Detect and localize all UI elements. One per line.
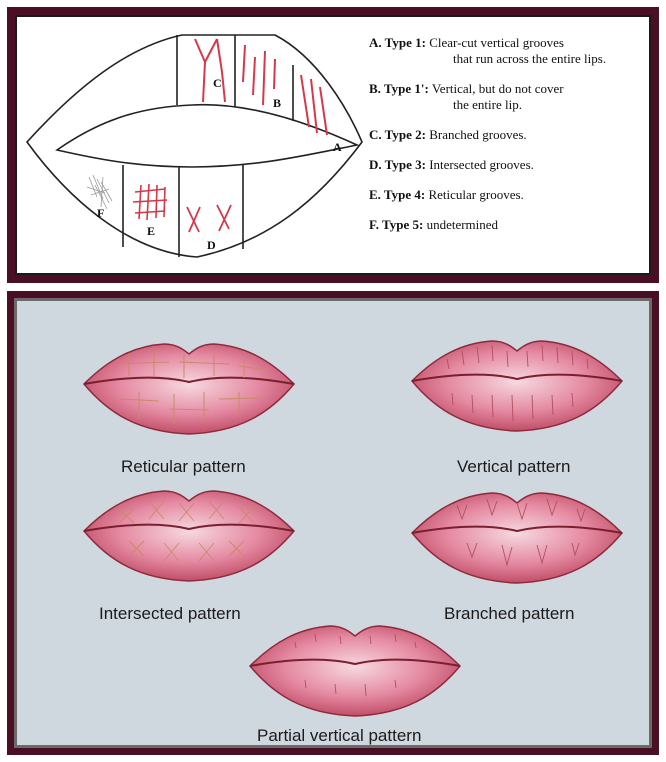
legend-item-a: A. Type 1: Clear-cut vertical grooves th…	[369, 35, 649, 67]
caption-vertical: Vertical pattern	[457, 457, 570, 477]
legend-key: F. Type 5:	[369, 217, 423, 232]
region-label-e: E	[147, 224, 155, 238]
legend-key: C. Type 2:	[369, 127, 426, 142]
legend-text: Vertical, but do not cover	[432, 81, 564, 96]
legend-text: Reticular grooves.	[428, 187, 523, 202]
legend-item-d: D. Type 3: Intersected grooves.	[369, 157, 649, 173]
caption-reticular: Reticular pattern	[121, 457, 246, 477]
type-b-grooves	[243, 45, 275, 105]
branched-lips	[412, 493, 622, 583]
legend-item-e: E. Type 4: Reticular grooves.	[369, 187, 649, 203]
lip-patterns-inner: Reticular pattern Vertical pattern Inter…	[14, 298, 652, 748]
reticular-lips	[84, 344, 294, 434]
type-e-grooves	[133, 184, 167, 220]
lip-patterns-illustration	[17, 301, 649, 745]
region-label-d: D	[207, 238, 216, 252]
type-f-grooves	[87, 175, 112, 209]
legend-text: undetermined	[427, 217, 498, 232]
legend-item-f: F. Type 5: undetermined	[369, 217, 649, 233]
caption-intersected: Intersected pattern	[99, 604, 241, 624]
caption-partial-vertical: Partial vertical pattern	[257, 726, 421, 746]
lip-type-legend: A. Type 1: Clear-cut vertical grooves th…	[369, 35, 649, 247]
legend-key: D. Type 3:	[369, 157, 426, 172]
legend-text-cont: the entire lip.	[369, 97, 649, 113]
legend-text-cont: that run across the entire lips.	[369, 51, 649, 67]
lip-types-panel: A B C D E F A. Type 1: Clear-cut vertica…	[7, 7, 659, 283]
legend-key: A. Type 1:	[369, 35, 426, 50]
legend-text: Intersected grooves.	[429, 157, 534, 172]
region-label-b: B	[273, 96, 281, 110]
type-d-grooves	[187, 205, 231, 232]
type-c-grooves	[195, 39, 225, 102]
legend-item-b: B. Type 1': Vertical, but do not cover t…	[369, 81, 649, 113]
inner-mouth-outline	[57, 105, 357, 167]
vertical-lips	[412, 341, 622, 431]
intersected-lips	[84, 491, 294, 581]
partial-vertical-lips	[250, 626, 460, 716]
lip-patterns-panel: Reticular pattern Vertical pattern Inter…	[7, 291, 659, 755]
region-label-c: C	[213, 76, 222, 90]
region-label-f: F	[97, 206, 104, 220]
legend-key: B. Type 1':	[369, 81, 429, 96]
caption-branched: Branched pattern	[444, 604, 574, 624]
legend-item-c: C. Type 2: Branched grooves.	[369, 127, 649, 143]
lip-types-inner: A B C D E F A. Type 1: Clear-cut vertica…	[15, 15, 651, 275]
legend-text: Clear-cut vertical grooves	[429, 35, 564, 50]
legend-text: Branched grooves.	[429, 127, 526, 142]
region-label-a: A	[333, 140, 342, 154]
legend-key: E. Type 4:	[369, 187, 425, 202]
type-a-grooves	[301, 75, 327, 135]
